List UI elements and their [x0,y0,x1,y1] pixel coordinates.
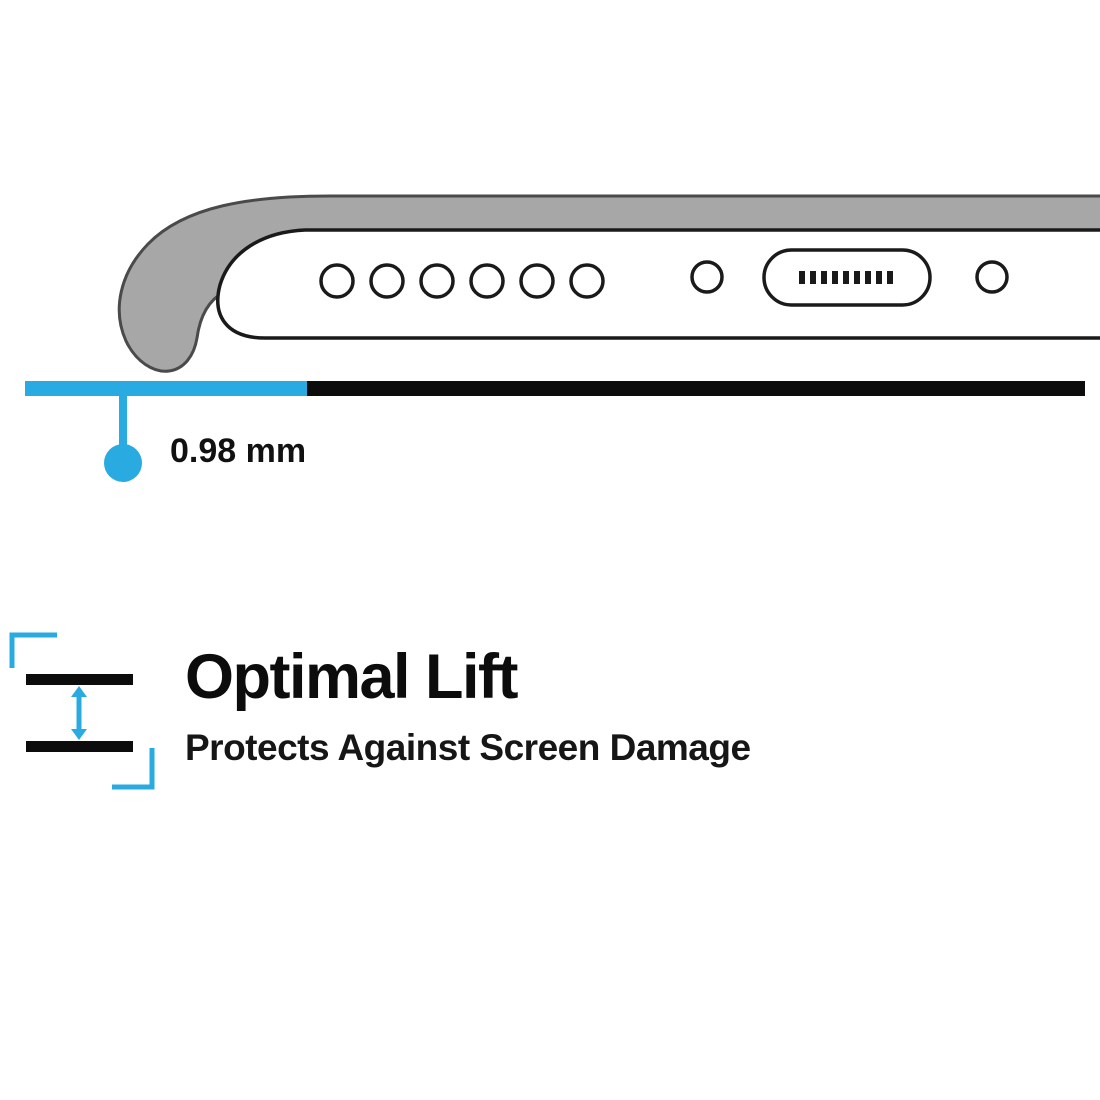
speaker-hole [519,263,555,299]
lift-arrow-head-down [71,729,87,740]
measurement-leader-line [119,396,127,448]
speaker-holes [319,263,605,299]
speaker-hole [369,263,405,299]
screw-hole-left [690,260,724,294]
case-cross-section-diagram: 0.98 mm [25,194,1100,482]
bracket-top-left [9,632,57,668]
speaker-hole [319,263,355,299]
charging-port-pins [799,271,893,284]
port-pin [876,271,882,284]
port-pin [843,271,849,284]
lift-icon [9,632,155,790]
feature-subtitle: Protects Against Screen Damage [185,727,751,768]
feature-title: Optimal Lift [185,642,518,712]
feature-text-block: Optimal Lift Protects Against Screen Dam… [185,642,751,768]
port-pin [854,271,860,284]
lift-icon-bottom-bar [26,741,133,752]
charging-port [762,248,932,307]
measurement-dot [104,444,142,482]
port-pin [832,271,838,284]
port-pin [865,271,871,284]
speaker-hole [569,263,605,299]
measurement-label: 0.98 mm [170,432,306,470]
lift-gap-segment [25,381,307,396]
speaker-hole [419,263,455,299]
bracket-bottom-right [112,748,155,790]
port-pin [821,271,827,284]
port-pin [887,271,893,284]
screw-hole-right [975,260,1009,294]
speaker-hole [469,263,505,299]
phone-edge-segment [307,381,1085,396]
lift-icon-top-bar [26,674,133,685]
port-pin [799,271,805,284]
port-pin [810,271,816,284]
lift-arrow-head-up [71,686,87,697]
